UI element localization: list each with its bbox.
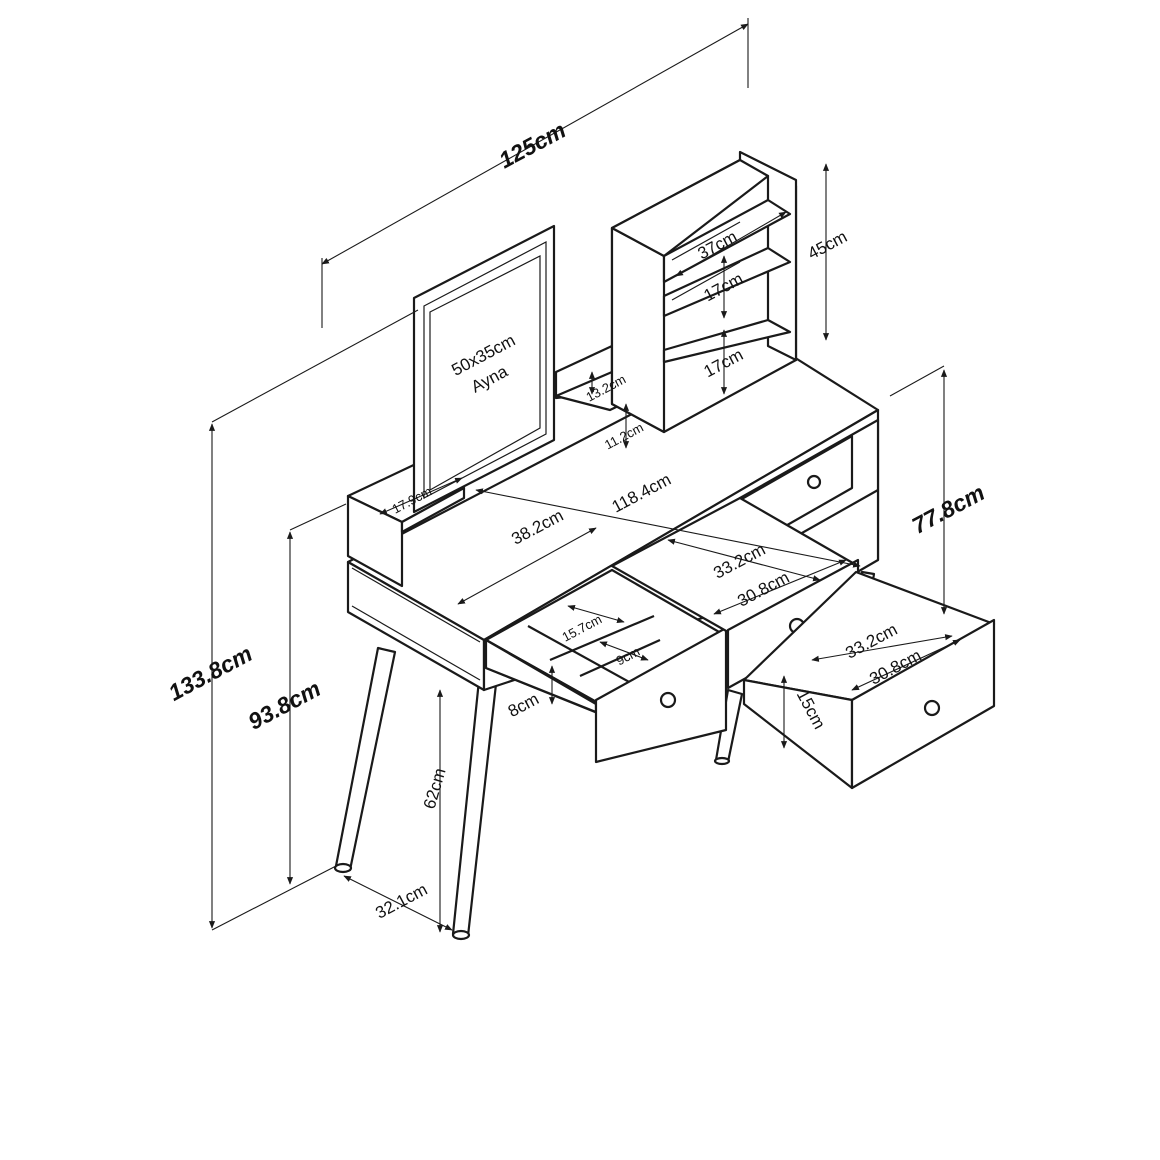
knob-icon: [923, 699, 941, 717]
label-leg-height: 62cm: [420, 766, 450, 811]
label-leg-spread: 32.1cm: [372, 880, 430, 923]
knob-icon: [659, 691, 677, 709]
left-drawer-front: [594, 626, 728, 764]
front-left-leg: [334, 646, 397, 872]
label-table-height: 93.8cm: [244, 675, 325, 735]
label-drawer-left-height: 8cm: [505, 689, 542, 721]
bookshelf-left-side: [610, 226, 666, 434]
label-total-height: 133.8cm: [164, 640, 256, 706]
knob-icon: [806, 474, 822, 490]
label-right-height: 77.8cm: [908, 479, 989, 539]
label-total-width: 125cm: [495, 117, 570, 174]
dimension-lines: [208, 18, 961, 933]
left-open-drawer: [484, 568, 728, 764]
label-shelf-height: 45cm: [805, 227, 851, 263]
back-left-leg: [451, 678, 498, 938]
legs: [333, 570, 876, 941]
